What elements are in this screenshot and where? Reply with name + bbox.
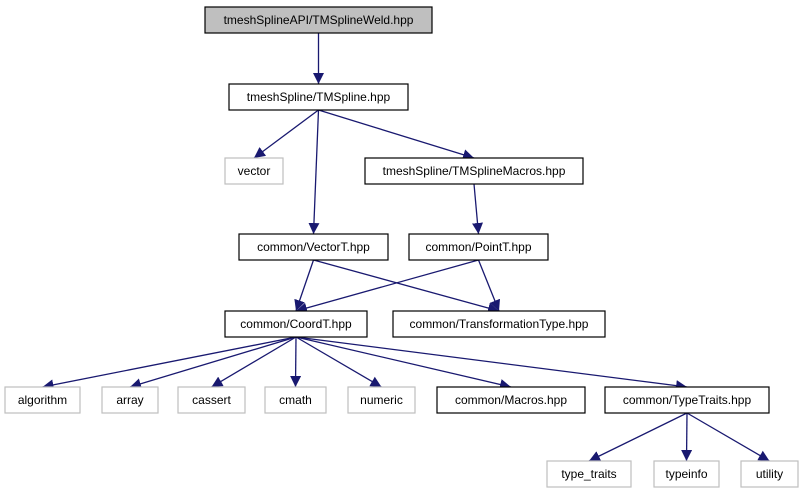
node-box (177, 386, 246, 414)
edge-macros_tm-to-pointt (472, 183, 483, 235)
node-label: tmeshSpline/TMSplineMacros.hpp (383, 164, 566, 178)
node-label: vector (238, 164, 271, 178)
edge-vectort-to-coordt (294, 259, 315, 312)
node-cmath: cmath (264, 386, 327, 414)
node-tmsplinemacros[interactable]: tmeshSpline/TMSplineMacros.hpp (364, 157, 584, 185)
node-vectort[interactable]: common/VectorT.hpp (238, 233, 389, 261)
edge-coordt-to-cassert (211, 336, 297, 388)
edge-typetraits-to-type_traits (588, 412, 688, 462)
node-pointt[interactable]: common/PointT.hpp (408, 233, 549, 261)
node-label: common/PointT.hpp (425, 240, 531, 254)
edge-pointt-to-coordt (295, 259, 479, 314)
node-box (238, 233, 389, 261)
node-box (204, 6, 433, 34)
node-box (4, 386, 81, 414)
nodes: tmeshSplineAPI/TMSplineWeld.hpp tmeshSpli… (4, 6, 799, 488)
edge-tmspline-to-vectort (308, 109, 320, 235)
edge-coordt-to-numeric (295, 336, 382, 388)
node-type-traits: type_traits (546, 460, 632, 488)
edge-tmspline-to-vector (253, 109, 319, 159)
node-label: cassert (192, 393, 231, 407)
node-label: common/VectorT.hpp (257, 240, 370, 254)
node-label: common/TypeTraits.hpp (623, 393, 752, 407)
node-box (408, 233, 549, 261)
node-label: array (116, 393, 143, 407)
node-box (604, 386, 770, 414)
node-transformationtype[interactable]: common/TransformationType.hpp (392, 310, 606, 338)
node-typetraits[interactable]: common/TypeTraits.hpp (604, 386, 770, 414)
node-box (347, 386, 416, 414)
node-label: tmeshSpline/TMSpline.hpp (247, 90, 391, 104)
node-label: common/TransformationType.hpp (410, 317, 589, 331)
node-label: cmath (279, 393, 312, 407)
node-label: numeric (360, 393, 403, 407)
edge-coordt-to-typetraits (295, 336, 688, 392)
edge-pointt-to-transtype (477, 259, 501, 312)
node-typeinfo: typeinfo (653, 460, 720, 488)
node-label: algorithm (18, 393, 67, 407)
edge-typetraits-to-utility (686, 412, 770, 462)
node-box (224, 310, 368, 338)
edge-tmspline-to-macros_tm (318, 109, 475, 161)
node-common-macros[interactable]: common/Macros.hpp (436, 386, 586, 414)
node-box (224, 157, 284, 185)
node-box (740, 460, 799, 488)
node-coordt[interactable]: common/CoordT.hpp (224, 310, 368, 338)
edge-coordt-to-algorithm (42, 336, 297, 391)
node-utility: utility (740, 460, 799, 488)
node-box (101, 386, 159, 414)
node-box (392, 310, 606, 338)
node-tmspline[interactable]: tmeshSpline/TMSpline.hpp (228, 83, 409, 111)
node-label: tmeshSplineAPI/TMSplineWeld.hpp (224, 13, 414, 27)
node-box (653, 460, 720, 488)
edge-coordt-to-cmath (290, 336, 302, 388)
node-array: array (101, 386, 159, 414)
edges (42, 33, 770, 462)
node-label: common/Macros.hpp (455, 393, 567, 407)
node-label: type_traits (561, 467, 616, 481)
node-box (264, 386, 327, 414)
node-label: common/CoordT.hpp (240, 317, 352, 331)
node-box (436, 386, 586, 414)
node-label: utility (756, 467, 783, 481)
node-tmsplineweld[interactable]: tmeshSplineAPI/TMSplineWeld.hpp (204, 6, 433, 34)
node-cassert: cassert (177, 386, 246, 414)
edge-coordt-to-array (129, 336, 297, 390)
node-numeric: numeric (347, 386, 416, 414)
node-box (546, 460, 632, 488)
node-algorithm: algorithm (4, 386, 81, 414)
edge-coordt-to-macros_common (295, 336, 512, 390)
edge-typetraits-to-typeinfo (681, 412, 693, 462)
node-label: typeinfo (665, 467, 707, 481)
edge-vectort-to-transtype (313, 259, 500, 314)
node-box (364, 157, 584, 185)
node-vector: vector (224, 157, 284, 185)
node-box (228, 83, 409, 111)
